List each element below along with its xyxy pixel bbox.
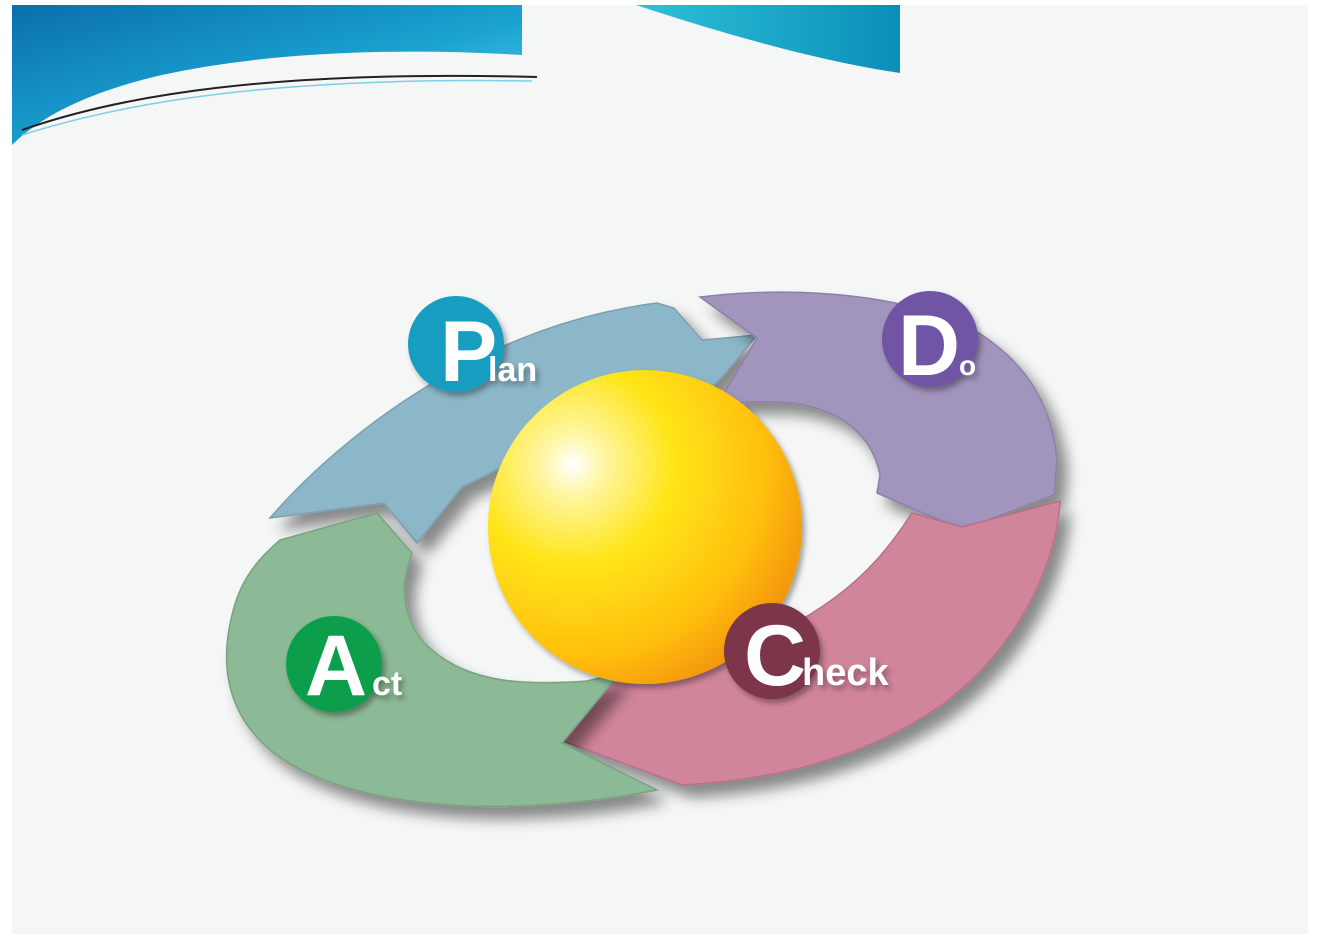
phase-check: C heck	[724, 603, 889, 704]
center-sphere	[488, 370, 802, 684]
check-badge	[724, 603, 820, 699]
slide: P lan D o C heck A ct	[12, 5, 1308, 934]
plan-rest: lan	[488, 351, 537, 389]
do-rest: o	[959, 350, 976, 381]
phase-plan: P lan	[408, 296, 537, 400]
do-badge	[882, 291, 978, 387]
phase-do: D o	[882, 291, 978, 394]
act-badge	[286, 616, 382, 712]
header-banner	[12, 5, 900, 145]
plan-initial: P	[440, 304, 497, 400]
check-initial: C	[744, 608, 806, 704]
plan-badge	[408, 296, 504, 392]
phase-act: A ct	[286, 616, 402, 714]
do-initial: D	[898, 298, 960, 394]
check-rest: heck	[802, 652, 889, 694]
act-arrow	[225, 512, 660, 808]
pdca-canvas: P lan D o C heck A ct	[12, 5, 1061, 808]
act-initial: A	[305, 618, 367, 714]
act-rest: ct	[372, 665, 402, 703]
